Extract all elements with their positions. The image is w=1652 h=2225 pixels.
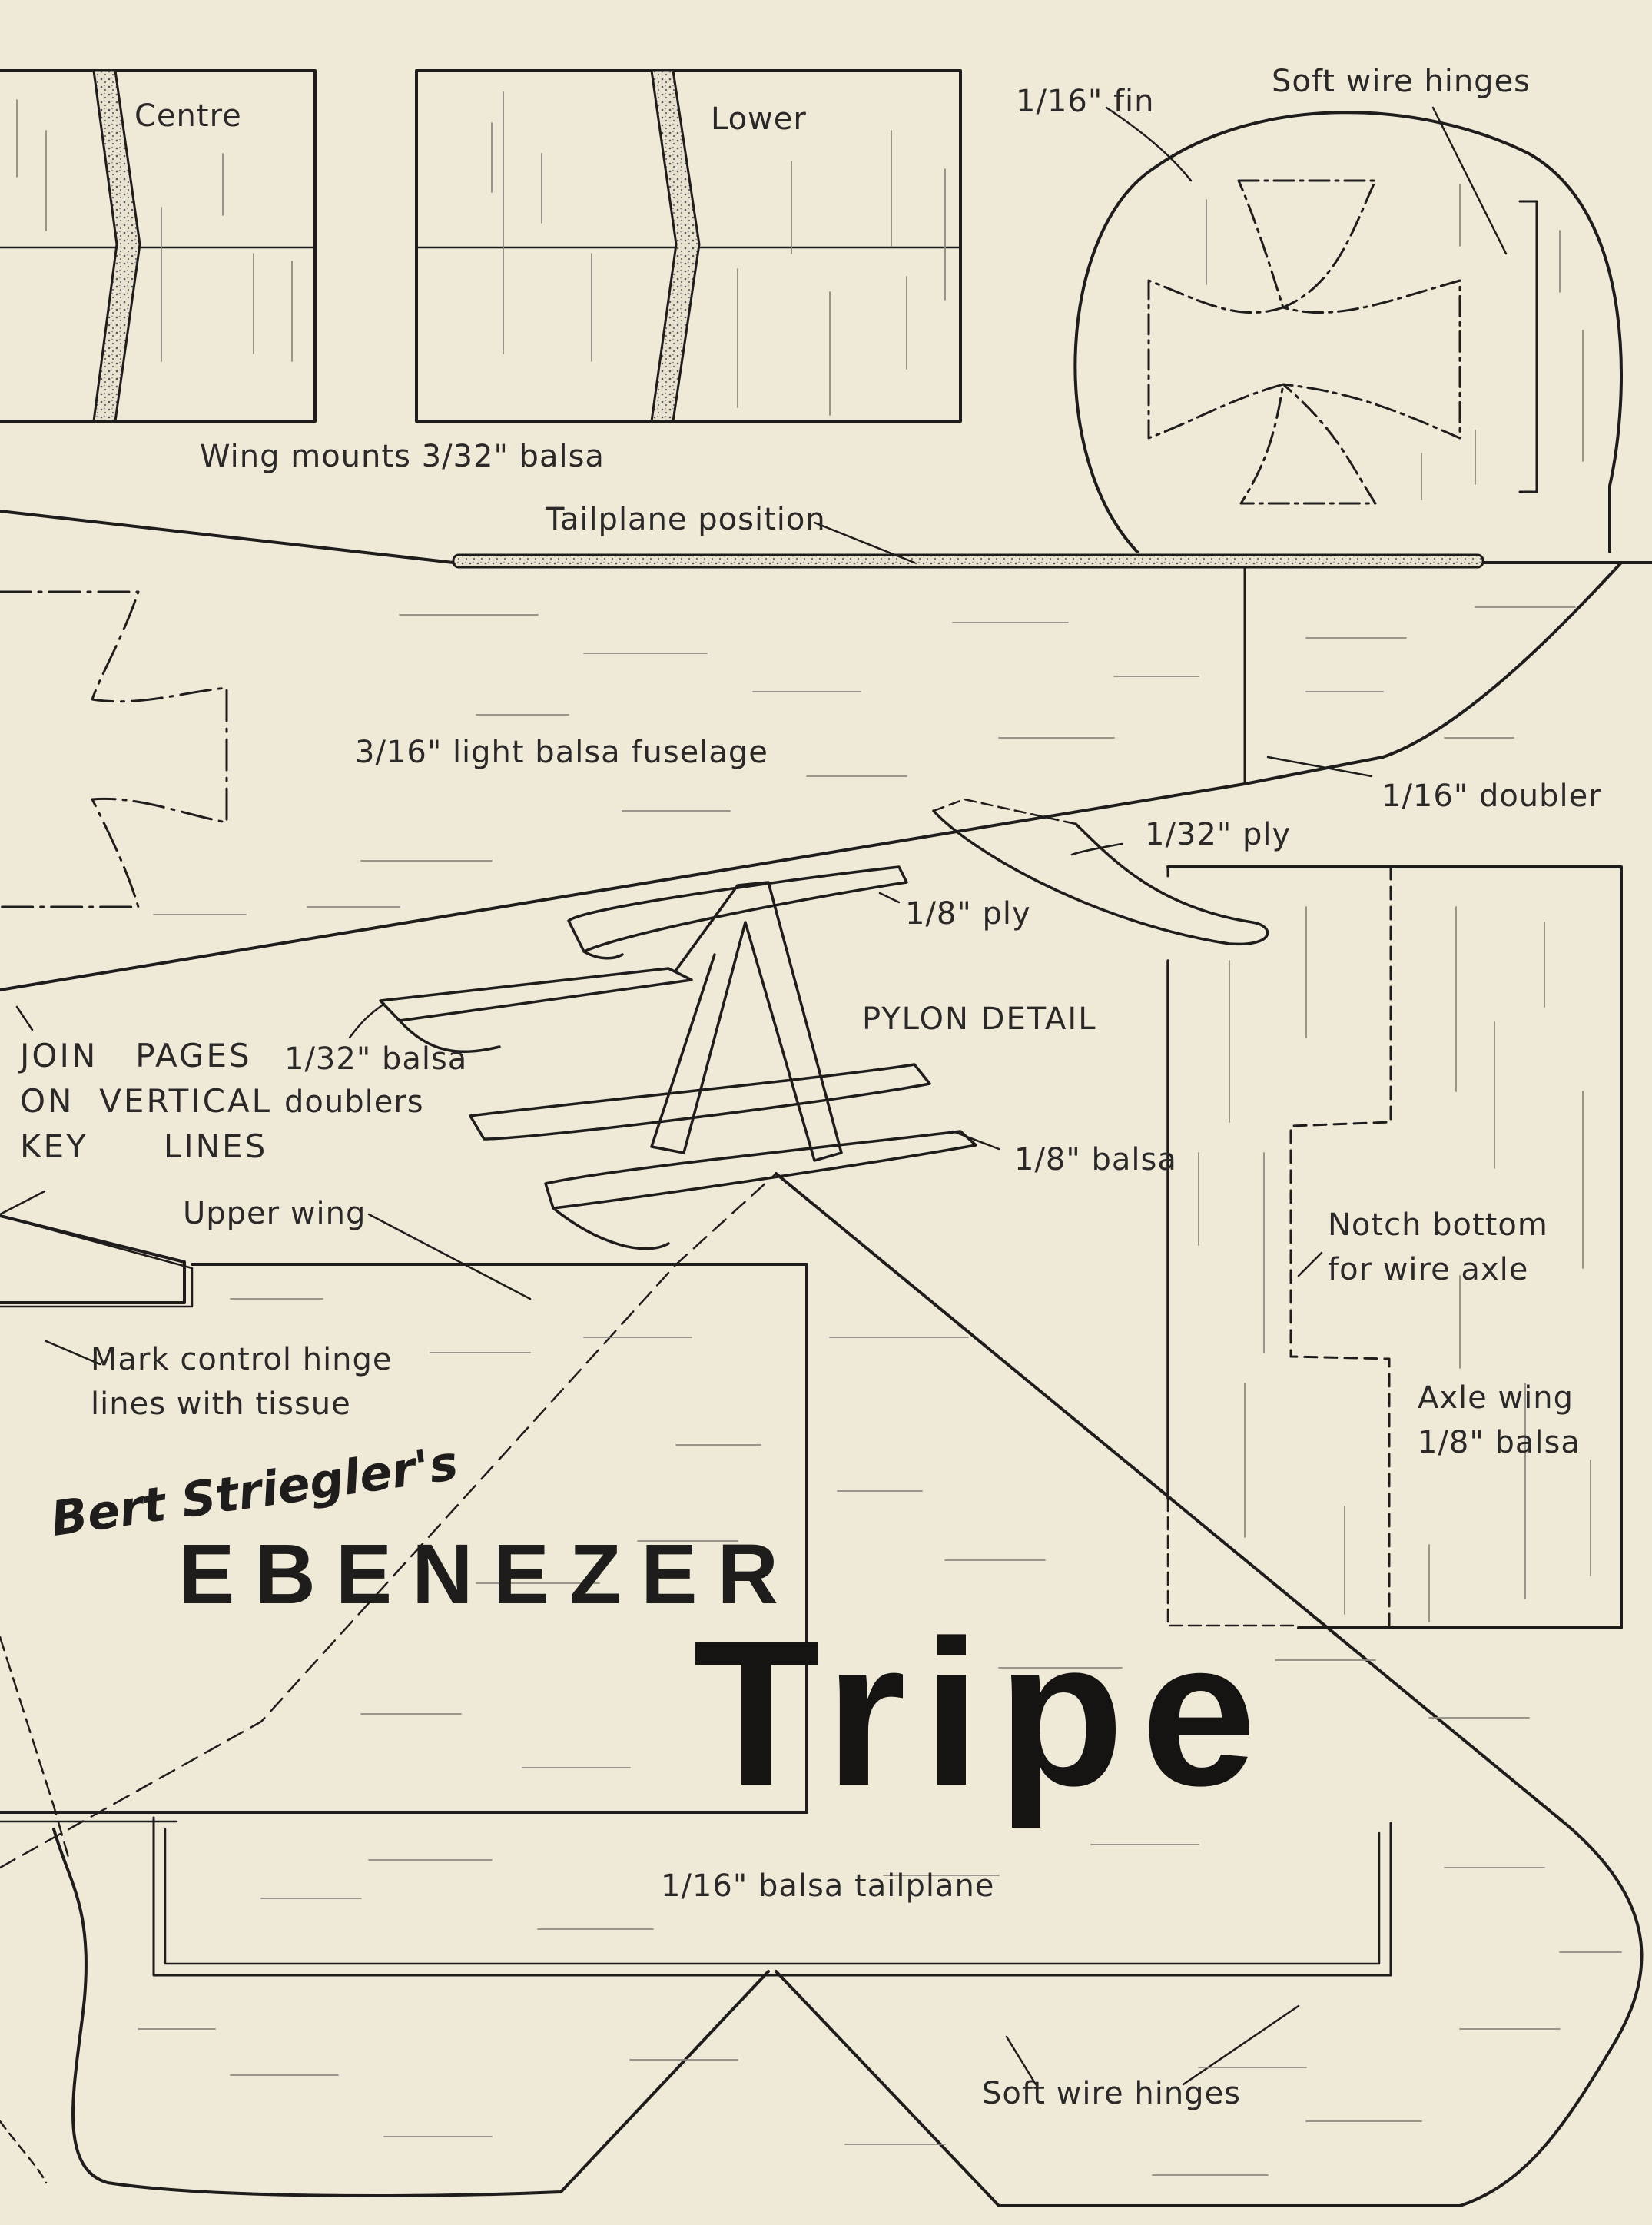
label-pylon-detail: PYLON DETAIL [862, 1001, 1097, 1037]
label-tailplane-position: Tailplane position [546, 502, 826, 537]
label-centre-mount: Centre [134, 98, 242, 134]
fuselage-outline [0, 510, 1652, 991]
label-fin-hinges: Soft wire hinges [1272, 64, 1531, 99]
pylon-detail-drawing [379, 798, 1269, 1250]
leader-lines [0, 106, 1508, 2086]
title-name-line2: Tripe [693, 1598, 1274, 1829]
label-tail-hinges: Soft wire hinges [982, 2076, 1242, 2111]
fin-hinge-line [1518, 200, 1538, 493]
label-fin: 1/16" fin [1016, 84, 1155, 119]
tailplane-position-bar [452, 553, 1484, 569]
balsa-grain-texture [16, 91, 1622, 2176]
fuselage-cross-marking [0, 590, 228, 908]
label-ply-thin: 1/32" ply [1145, 817, 1292, 852]
title-name-line1: EBENEZER [178, 1527, 798, 1622]
label-fuselage: 3/16" light balsa fuselage [355, 735, 768, 770]
label-notch-bottom: Notch bottom for wire axle [1328, 1207, 1548, 1287]
centre-wing-mount [0, 69, 317, 423]
label-balsa-doublers: 1/32" balsa doublers [284, 1041, 468, 1120]
hinge-dashed-line-left [0, 1636, 71, 1861]
centre-mount-spar [92, 69, 141, 423]
label-wing-mounts: Wing mounts 3/32" balsa [200, 439, 605, 474]
label-balsa-eighth: 1/8" balsa [1014, 1142, 1177, 1177]
label-tailplane: 1/16" balsa tailplane [661, 1868, 995, 1904]
lower-mount-spar [650, 69, 701, 423]
fin-cross-marking [1147, 179, 1461, 505]
label-ply-thick: 1/8" ply [905, 896, 1031, 932]
label-axle-wing: Axle wing 1/8" balsa [1418, 1380, 1581, 1460]
upper-wing-outline [0, 1214, 808, 1823]
axle-wing-panel [1166, 865, 1623, 1629]
label-mark-hinge: Mark control hinge lines with tissue [91, 1342, 393, 1422]
control-hinge-dashed-line [0, 1172, 778, 1869]
tailplane-outline [0, 1172, 1644, 2207]
label-upper-wing: Upper wing [183, 1196, 367, 1231]
fin-outline [1073, 111, 1623, 553]
label-join-pages: JOIN PAGES ON VERTICAL KEY LINES [20, 1037, 273, 1165]
label-doubler: 1/16" doubler [1382, 779, 1602, 814]
label-lower-mount: Lower [711, 101, 807, 137]
